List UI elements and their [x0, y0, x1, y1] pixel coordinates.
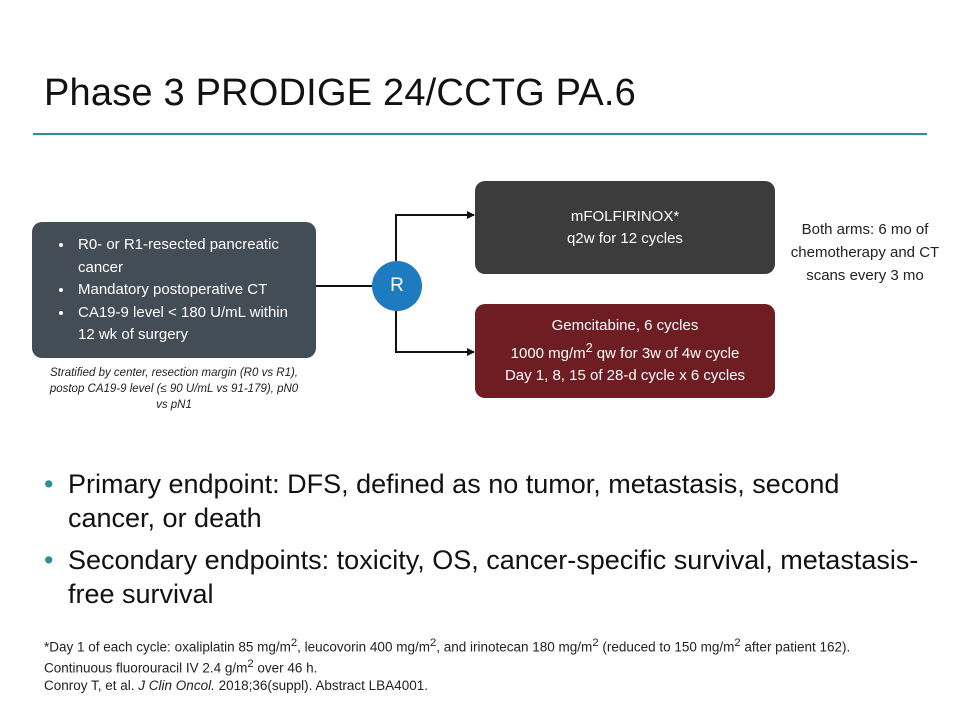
randomization-label: R: [390, 275, 404, 296]
arm-b-schedule: Day 1, 8, 15 of 28-d cycle x 6 cycles: [504, 367, 746, 384]
primary-endpoint: • Primary endpoint: DFS, defined as no tu…: [44, 467, 924, 535]
arm-b-regimen: Gemcitabine, 6 cycles: [551, 317, 699, 334]
criteria-item: R0- or R1-resected pancreatic cancer: [74, 234, 306, 279]
superscript: 2: [247, 658, 254, 670]
footnote-fluorouracil: Continuous fluorouracil IV 2.4 g/m2 over…: [44, 656, 924, 677]
criteria-item: CA19-9 level < 180 U/mL within 12 wk of …: [74, 302, 306, 347]
footnote-text: over 46 h.: [253, 660, 318, 676]
footnote-text: (reduced to 150 mg/m: [598, 639, 735, 655]
criteria-item: Mandatory postoperative CT: [74, 279, 306, 302]
eligibility-criteria-box: R0- or R1-resected pancreatic cancer Man…: [32, 222, 316, 358]
arm-a-schedule: q2w for 12 cycles: [567, 229, 683, 247]
superscript: 2: [290, 637, 298, 649]
footnote-text: *Day 1 of each cycle: oxaliplatin 85 mg/…: [44, 639, 291, 655]
superscript: 2: [734, 637, 741, 649]
slide-title: Phase 3 PRODIGE 24/CCTG PA.6: [44, 72, 637, 114]
bullet-dot-icon: •: [44, 469, 54, 499]
footnote-text: , leucovorin 400 mg/m: [297, 639, 430, 655]
footnotes: *Day 1 of each cycle: oxaliplatin 85 mg/…: [44, 635, 924, 695]
secondary-endpoint: • Secondary endpoints: toxicity, OS, canc…: [44, 543, 924, 611]
citation-journal: J Clin Oncol.: [138, 678, 215, 693]
endpoint-text: Secondary endpoints: toxicity, OS, cance…: [68, 545, 919, 609]
arm-a-regimen: mFOLFIRINOX*: [570, 207, 680, 225]
both-arms-note: Both arms: 6 mo of chemotherapy and CT s…: [790, 221, 940, 284]
connector-arm-b-arrow: [395, 311, 475, 356]
endpoints-list: • Primary endpoint: DFS, defined as no tu…: [44, 467, 924, 619]
randomization-node: R: [372, 261, 422, 311]
citation-details: 2018;36(suppl). Abstract LBA4001.: [214, 678, 428, 693]
arm-b-dose-text: qw for 3w of 4w cycle: [592, 345, 740, 362]
stratification-note: Stratified by center, resection margin (…: [49, 367, 299, 411]
endpoint-text: Primary endpoint: DFS, defined as no tum…: [68, 469, 840, 533]
connector-arm-a-arrow: [395, 211, 475, 261]
footnote-citation: Conroy T, et al. J Clin Oncol. 2018;36(s…: [44, 677, 924, 695]
arm-gemcitabine-box: Gemcitabine, 6 cycles 1000 mg/m2 qw for …: [475, 304, 775, 398]
bullet-dot-icon: •: [44, 545, 54, 575]
citation-author: Conroy T, et al.: [44, 678, 139, 693]
arm-mfolfirinox-box: mFOLFIRINOX* q2w for 12 cycles: [475, 181, 775, 274]
arm-b-dose-text: 1000 mg/m: [510, 345, 586, 362]
superscript: 2: [592, 637, 599, 649]
footnote-text: Continuous fluorouracil IV 2.4 g/m: [44, 660, 248, 676]
footnote-dosing: *Day 1 of each cycle: oxaliplatin 85 mg/…: [44, 635, 924, 656]
title-divider: [33, 133, 927, 135]
footnote-text: , and irinotecan 180 mg/m: [436, 639, 593, 655]
eligibility-criteria-list: R0- or R1-resected pancreatic cancer Man…: [56, 234, 306, 347]
footnote-text: after patient 162).: [740, 639, 851, 655]
arm-b-dose: 1000 mg/m2 qw for 3w of 4w cycle: [511, 337, 740, 365]
superscript: 2: [585, 341, 593, 355]
superscript: 2: [429, 637, 437, 649]
